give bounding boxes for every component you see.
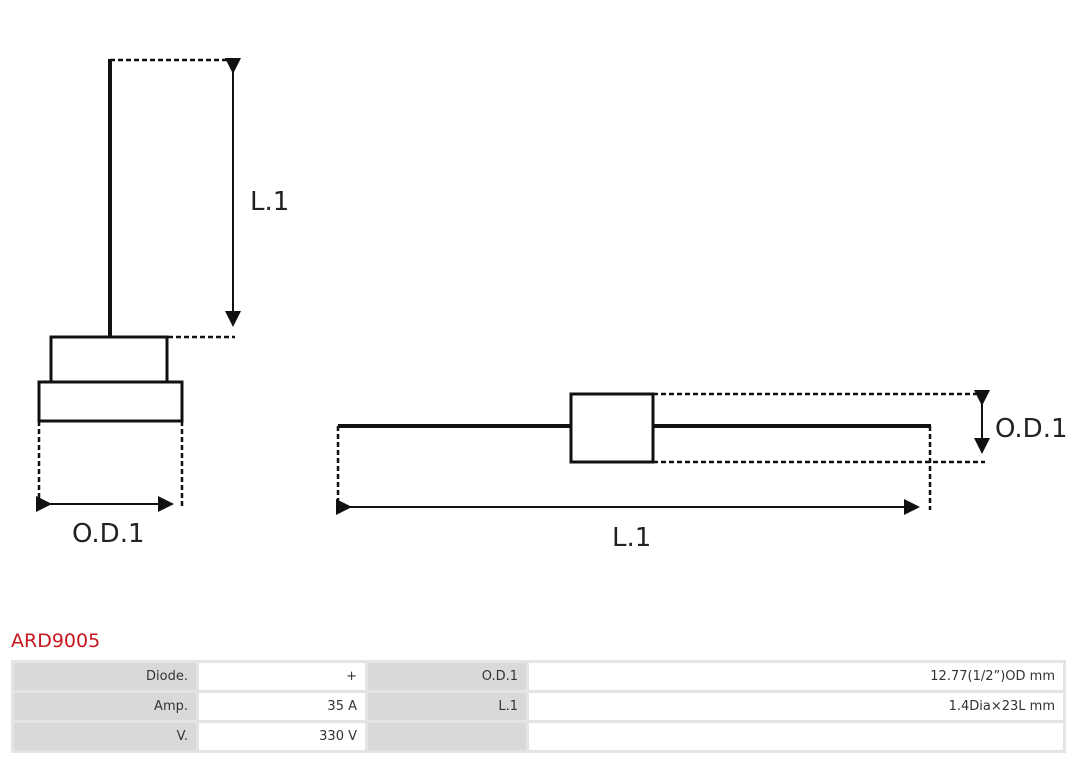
right-length-label: L.1 bbox=[612, 523, 651, 553]
spec-value: 330 V bbox=[196, 720, 368, 753]
spec-label: Diode. bbox=[11, 660, 199, 693]
specs-table: Diode. + O.D.1 12.77(1/2”)OD mm Amp. 35 … bbox=[11, 660, 1066, 753]
spec-label: V. bbox=[11, 720, 199, 753]
spec-value: + bbox=[196, 660, 368, 693]
spec-label: O.D.1 bbox=[365, 660, 529, 693]
horizontal-diode-view bbox=[336, 390, 990, 515]
spec-value bbox=[526, 720, 1066, 753]
spec-value: 12.77(1/2”)OD mm bbox=[526, 660, 1066, 693]
diode-dimension-diagram: L.1 O.D.1 O.D.1 L.1 bbox=[36, 58, 1068, 553]
spec-value: 1.4Dia×23L mm bbox=[526, 690, 1066, 723]
vertical-diode-view bbox=[36, 58, 241, 512]
left-diameter-label: O.D.1 bbox=[72, 519, 145, 549]
spec-label: L.1 bbox=[365, 690, 529, 723]
spec-value: 35 A bbox=[196, 690, 368, 723]
right-diameter-label: O.D.1 bbox=[995, 414, 1068, 444]
table-row: V. 330 V bbox=[11, 720, 1066, 753]
product-title: ARD9005 bbox=[11, 630, 101, 652]
left-length-label: L.1 bbox=[250, 187, 289, 217]
table-row: Amp. 35 A L.1 1.4Dia×23L mm bbox=[11, 690, 1066, 723]
table-row: Diode. + O.D.1 12.77(1/2”)OD mm bbox=[11, 660, 1066, 693]
spec-label: Amp. bbox=[11, 690, 199, 723]
spec-label bbox=[365, 720, 529, 753]
